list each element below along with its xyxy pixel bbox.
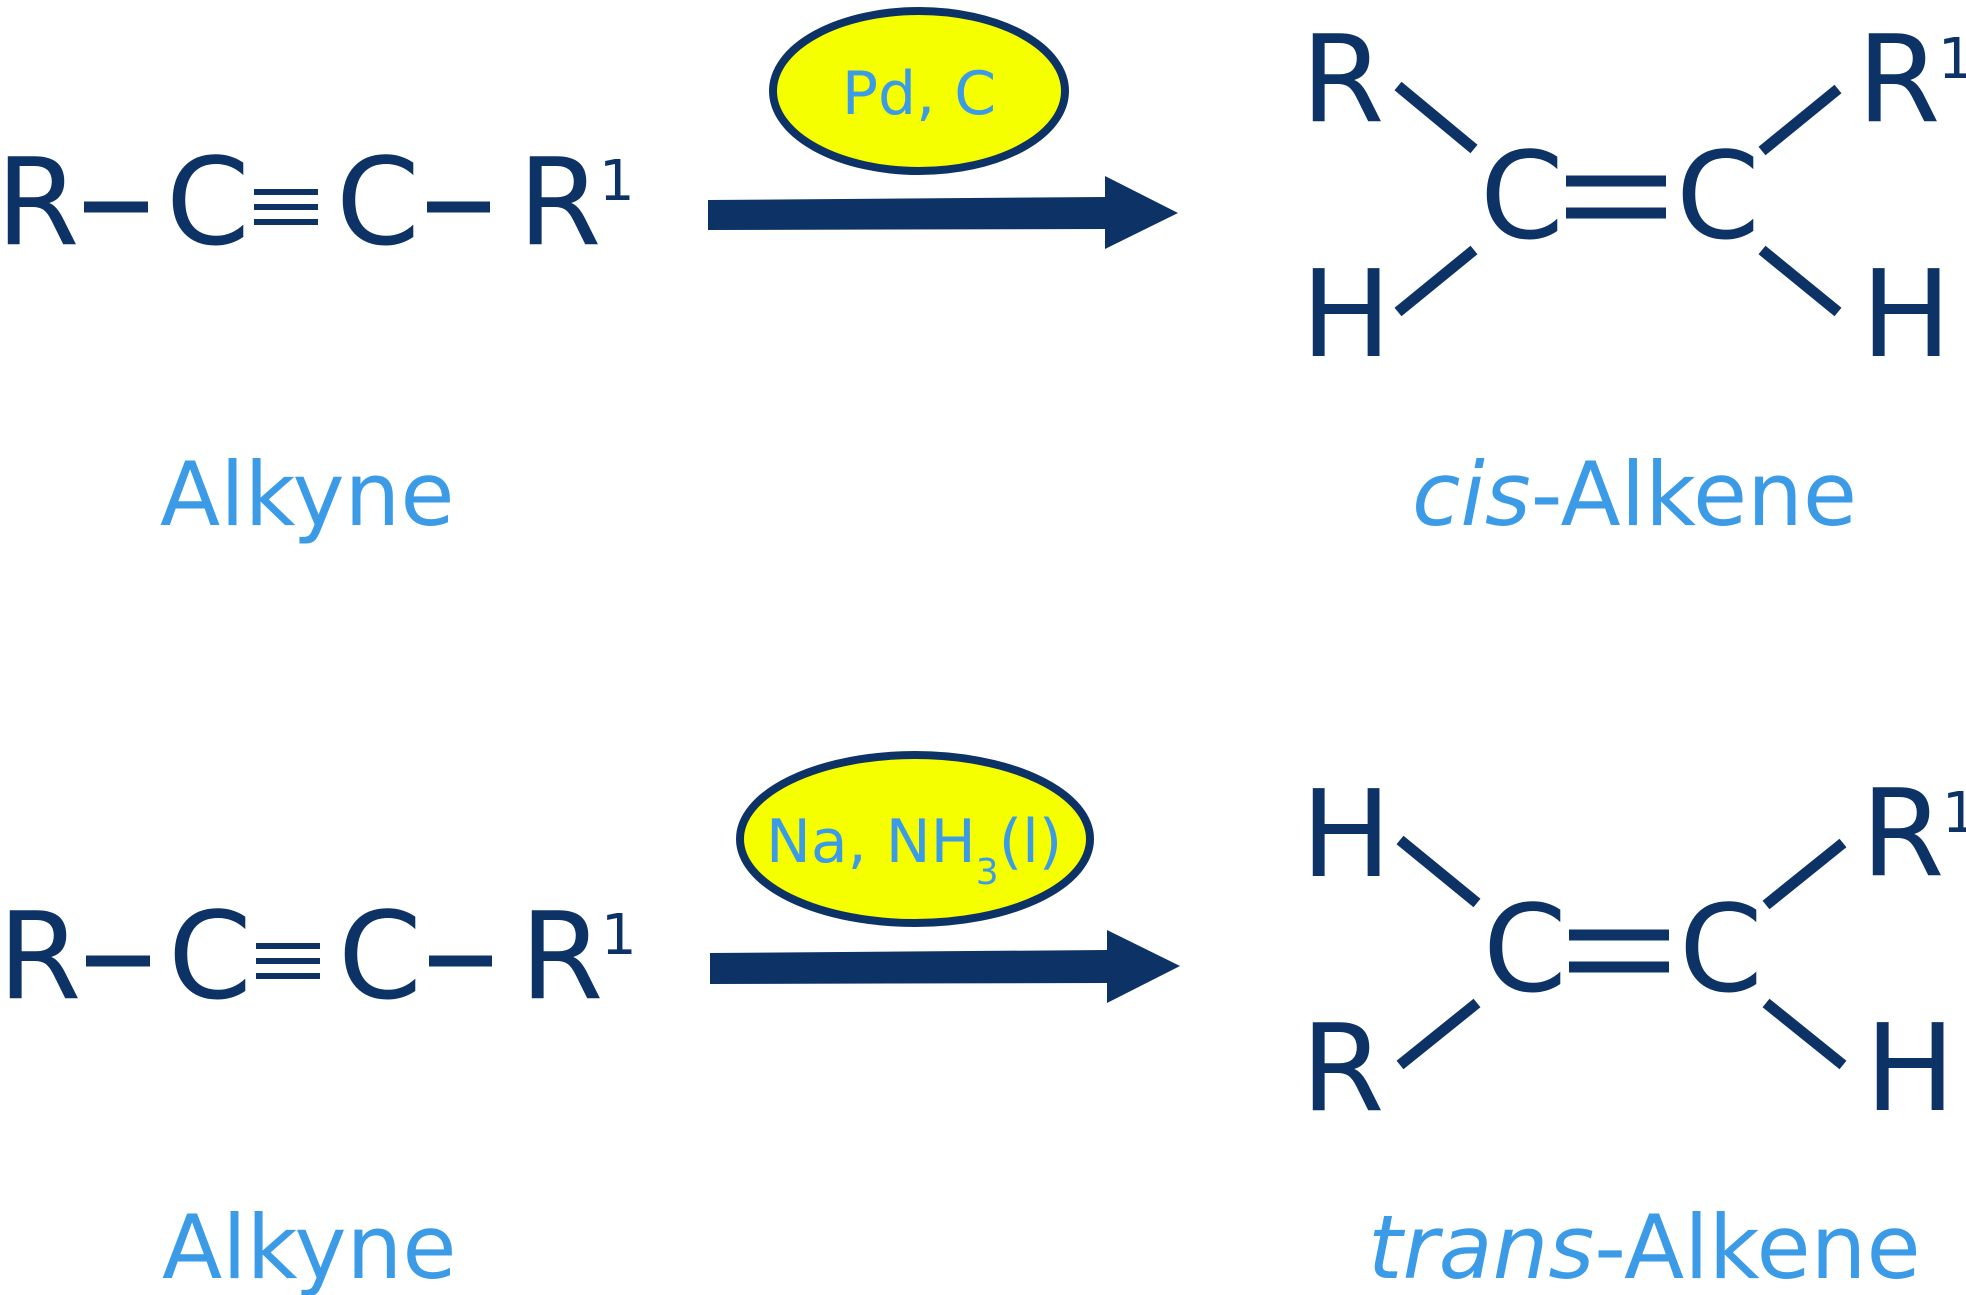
- reactant-carbon-right: C: [338, 888, 422, 1027]
- bond-top-left: [1394, 81, 1478, 154]
- reagent-bubble-2: Na, NH3(l): [736, 751, 1094, 927]
- reactant-carbon-right: C: [336, 134, 420, 273]
- bond-bottom-right: [1758, 245, 1842, 317]
- reaction-2: R C C R 1 Alkyne Na, NH3(l) H: [0, 751, 1966, 1295]
- product-carbon-left: C: [1483, 881, 1567, 1020]
- reactant-right-superscript: 1: [601, 903, 637, 968]
- product-name-prefix: cis: [1412, 443, 1531, 546]
- product-name-label: trans-Alkene: [1368, 1196, 1921, 1295]
- bond-bottom-right: [1762, 998, 1847, 1070]
- reactant-carbon-left: C: [166, 134, 250, 273]
- reaction-1: R C C R 1 Alkyne Pd, C R H: [0, 7, 1966, 546]
- product-name-suffix: -Alkene: [1594, 1196, 1920, 1295]
- arrow-icon: [708, 176, 1178, 249]
- reaction-arrow-2: [710, 930, 1180, 1003]
- reagent-subscript: 3: [976, 852, 999, 893]
- product-name-label: cis-Alkene: [1412, 443, 1857, 546]
- product-bottom-left: R: [1301, 1000, 1384, 1139]
- reactant-right-group: R: [520, 888, 603, 1027]
- product-name-prefix: trans: [1368, 1196, 1594, 1295]
- reagent-label: Na, NH3(l): [766, 807, 1062, 893]
- product-name-suffix: -Alkene: [1531, 443, 1857, 546]
- triple-bond: [256, 943, 320, 979]
- bond-top-right: [1762, 838, 1847, 910]
- product-top-right: R: [1861, 765, 1944, 904]
- product-bottom-right: H: [1865, 1000, 1955, 1139]
- triple-bond: [254, 189, 318, 225]
- reactant-name-label: Alkyne: [160, 443, 454, 546]
- reagent-suffix: (l): [999, 807, 1063, 877]
- product-top-right: R: [1857, 11, 1940, 150]
- reactant-right-group: R: [518, 134, 601, 273]
- reactant-alkyne-2: R C C R 1: [0, 888, 637, 1027]
- double-bond: [1569, 929, 1669, 973]
- product-top-right-superscript: 1: [1942, 781, 1966, 846]
- product-carbon-left: C: [1480, 128, 1564, 267]
- reactant-name-label: Alkyne: [162, 1196, 456, 1295]
- product-carbon-right: C: [1676, 128, 1760, 267]
- bond-bottom-left: [1394, 245, 1478, 317]
- reagent-label: Pd, C: [842, 59, 996, 129]
- reactant-right-superscript: 1: [599, 149, 635, 214]
- reactant-left-group: R: [0, 134, 79, 273]
- product-top-left: R: [1301, 11, 1384, 150]
- reactant-left-group: R: [0, 888, 81, 1027]
- product-top-right-superscript: 1: [1938, 27, 1966, 92]
- reaction-arrow-1: [708, 176, 1178, 249]
- arrow-icon: [710, 930, 1180, 1003]
- reactant-alkyne-1: R C C R 1: [0, 134, 635, 273]
- double-bond: [1566, 175, 1666, 219]
- product-bottom-left: H: [1301, 246, 1391, 385]
- bond-top-right: [1758, 84, 1842, 156]
- product-trans-alkene: H R C C R 1 H: [1301, 765, 1966, 1139]
- reagent-bubble-1: Pd, C: [769, 7, 1069, 175]
- reactant-carbon-left: C: [168, 888, 252, 1027]
- bond-bottom-left: [1396, 998, 1481, 1070]
- reagent-ellipse: [769, 7, 1069, 175]
- product-carbon-right: C: [1679, 881, 1763, 1020]
- product-bottom-right: H: [1861, 246, 1951, 385]
- reagent-main: Na, NH: [766, 807, 976, 877]
- product-top-left: H: [1301, 766, 1391, 905]
- bond-top-left: [1396, 835, 1481, 908]
- product-cis-alkene: R H C C R 1 H: [1301, 11, 1966, 385]
- reagent-ellipse: [736, 751, 1094, 927]
